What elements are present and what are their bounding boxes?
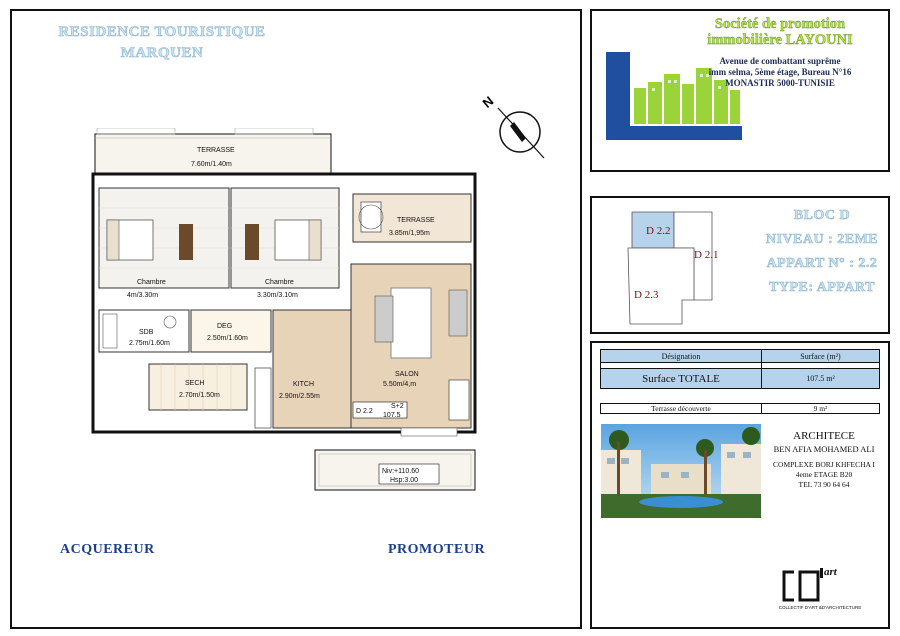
company-name-line2: immobilière LAYOUNI [707,32,853,48]
promoter-label: PROMOTEUR [388,542,486,557]
table-head-surface: Surface (m²) [761,349,880,363]
key-unit-label: D 2.2 [646,225,670,237]
bloc-type: TYPE: APPART [769,280,875,296]
terrace-table: Terrasse découverte 9 m² [600,403,880,414]
architect-title: ARCHITECE [793,430,855,442]
company-frame [590,9,890,172]
total-surface-label: Surface TOTALE [600,368,762,389]
project-title-line1: RESIDENCE TOURISTIQUE [58,24,266,41]
room-name: KITCH [293,381,314,388]
surface-table: Désignation Surface (m²) Surface TOTALE … [600,349,880,389]
room-dim: 3.30m/3.10m [257,292,298,299]
room-name: Chambre [137,279,166,286]
room-dim: 5.50m/4,m [383,381,416,388]
room-dim: 2.75m/1.60m [129,340,170,347]
unit-code: D 2.2 [356,408,373,415]
project-title-line2: MARQUEN [120,45,204,62]
architect-address-2: 4eme ETAGE B20 [795,470,853,479]
company-address-line1: Avenue de combattant suprême [719,56,841,66]
architect-address-1: COMPLEXE BORJ KHFECHA I [773,460,875,469]
room-dim: 2.90m/2.55m [279,393,320,400]
room-dim: 2.50m/1.60m [207,335,248,342]
architect-name: BEN AFIA MOHAMED ALI [773,444,875,454]
company-address-line2: imm selma, 5ème étage, Bureau N°16 [708,67,852,77]
architect-logo-subtitle: COLLECTIF D'ART &D'ARCHITECTURE [778,605,862,610]
bloc-title: BLOC D [793,208,851,224]
level-hsp: Hsp:3.00 [390,477,418,484]
room-name: SDB [139,329,154,336]
building-rendering [601,424,761,518]
unit-floor: S+2 [391,403,404,410]
room-dim: 4m/3.30m [127,292,158,299]
room-name: TERRASSE [397,217,435,224]
bloc-frame [590,196,890,334]
architect-phone: TEL 73 90 64 64 [798,480,850,489]
company-name-line1: Société de promotion [714,16,846,32]
terrace-value: 9 m² [761,403,880,414]
floor-plan: TERRASSE 7.60m/1.40m TERRASSE 3.85m/1,95… [91,128,477,491]
architect-logo-text: art [824,566,837,578]
level-niv: Niv:+110.60 [382,468,419,475]
room-name: DEG [217,323,232,330]
architect-logo [782,568,823,602]
room-name: SALON [395,371,419,378]
north-arrow-icon: N [480,93,545,159]
company-logo [606,52,742,140]
room-dim: 2.70m/1.50m [179,392,220,399]
unit-area: 107.5 [383,412,401,419]
room-name: TERRASSE [197,147,235,154]
room-name: Chambre [265,279,294,286]
bloc-key-plan: D 2.2 D 2.1 D 2.3 [627,211,718,325]
north-label: N [480,93,497,111]
company-address-line3: MONASTIR 5000-TUNISIE [725,78,835,88]
bloc-apartment-number: APPART N° : 2.2 [766,256,878,272]
table-head-designation: Désignation [600,349,762,363]
room-name: SECH [185,380,204,387]
key-unit-label: D 2.3 [634,289,659,301]
room-dim: 7.60m/1.40m [191,161,232,168]
buyer-label: ACQUEREUR [60,542,155,557]
key-unit-label: D 2.1 [694,249,718,261]
terrace-label: Terrasse découverte [600,403,762,414]
room-dim: 3.85m/1,95m [389,230,430,237]
plan-frame [10,9,582,629]
total-surface-value: 107.5 m² [761,368,880,389]
bloc-level: NIVEAU : 2EME [765,232,879,248]
details-frame [590,341,890,629]
